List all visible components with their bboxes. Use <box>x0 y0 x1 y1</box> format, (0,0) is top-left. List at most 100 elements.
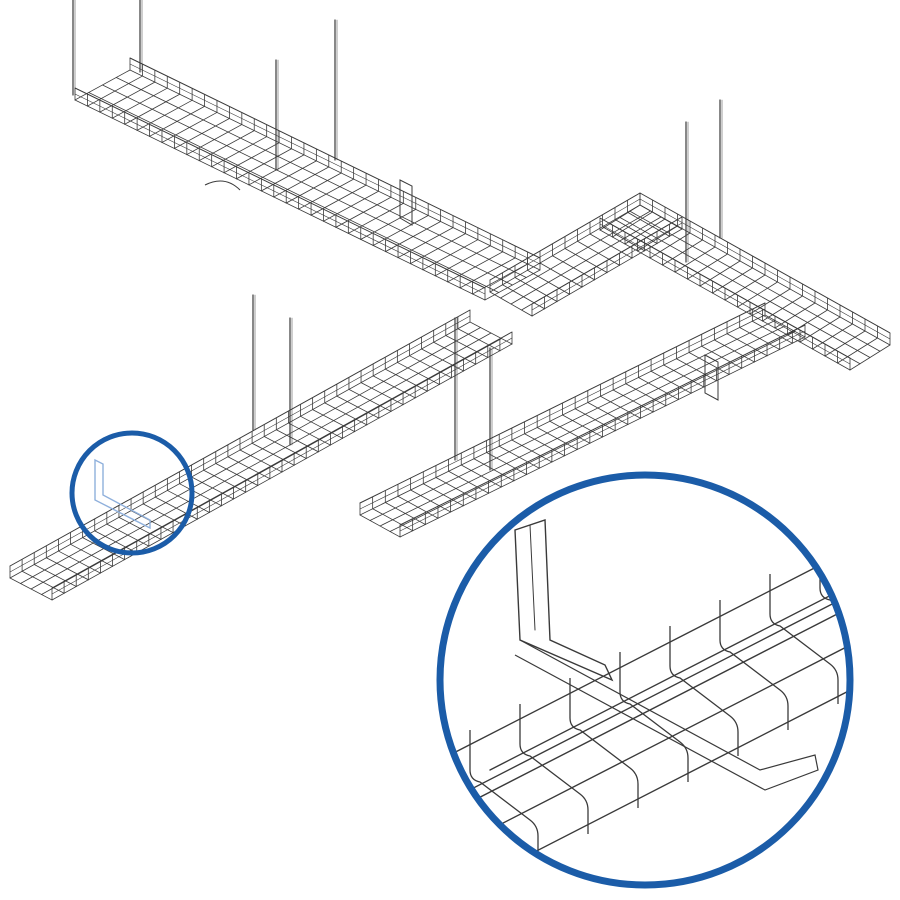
cross-wire <box>310 173 367 216</box>
tray-segment <box>359 302 806 538</box>
cross-wire <box>211 124 268 168</box>
cross-wire <box>384 490 426 526</box>
detail-bracket <box>514 519 614 682</box>
highlighted-bracket <box>94 458 151 530</box>
cross-wire <box>70 532 113 567</box>
cross-wire <box>434 233 491 277</box>
cross-wire <box>564 236 608 274</box>
longitudinal-wire <box>102 84 513 286</box>
cross-wire <box>179 471 222 507</box>
cross-wire <box>600 384 641 419</box>
cross-wire <box>298 167 355 210</box>
cross-wire <box>663 353 705 388</box>
cross-wire <box>21 559 65 594</box>
cross-wire <box>739 315 781 351</box>
cross-wire <box>239 438 283 473</box>
detail-rail <box>449 599 841 801</box>
cross-wire <box>486 440 527 476</box>
cross-wire <box>674 235 716 273</box>
tray-segment <box>74 57 541 301</box>
detail-view-content <box>443 519 847 881</box>
cross-wire <box>372 203 429 247</box>
cross-wire <box>33 552 77 588</box>
cross-wire <box>82 525 126 561</box>
cross-wire <box>713 328 755 363</box>
cross-wire <box>587 390 629 426</box>
top-rail <box>74 87 486 289</box>
cross-wire <box>536 415 578 451</box>
cross-wire <box>787 298 828 336</box>
detail-cross-wire <box>469 730 539 860</box>
cross-wire <box>614 207 658 245</box>
cross-wire <box>511 428 553 463</box>
detail-cross-wire <box>819 548 847 678</box>
cross-wire <box>215 451 259 487</box>
wall-bracket <box>399 179 413 226</box>
cross-wire <box>489 280 533 317</box>
cross-wire <box>186 112 243 156</box>
cross-wire <box>599 193 641 231</box>
cross-wire <box>397 484 439 519</box>
cross-wire <box>285 161 342 204</box>
cross-wire <box>118 505 162 541</box>
cross-wire <box>124 82 181 125</box>
cross-wire <box>637 214 678 252</box>
detail-cross-wire <box>719 600 789 730</box>
cross-wire <box>336 384 380 419</box>
cross-wire <box>751 309 793 344</box>
cross-wire <box>524 421 565 457</box>
cross-wire <box>577 229 620 266</box>
cross-wire <box>502 272 545 310</box>
detail-rail <box>454 609 846 811</box>
cross-wire <box>74 58 131 101</box>
detail-cross-wire <box>769 574 839 704</box>
cross-wire <box>161 100 218 144</box>
cross-wire <box>562 403 603 438</box>
cross-wire <box>712 256 753 294</box>
cross-wire <box>448 459 489 494</box>
cross-wire <box>372 496 414 532</box>
wire-mesh-trays <box>9 57 891 601</box>
cross-wire <box>136 88 193 131</box>
cross-wire <box>460 453 502 488</box>
cross-wire <box>724 263 766 301</box>
longitudinal-wire <box>129 69 541 271</box>
detail-rail <box>489 569 847 771</box>
detail-rail <box>469 639 847 841</box>
cross-wire <box>385 209 442 253</box>
cross-wire <box>347 191 404 235</box>
cross-wire <box>749 277 791 315</box>
cross-wire <box>638 365 679 401</box>
cross-wire <box>457 316 501 352</box>
cross-wire <box>737 270 778 308</box>
cross-wire <box>799 305 841 343</box>
cross-wire <box>273 154 330 198</box>
cross-wire <box>335 185 392 228</box>
cross-wire <box>9 566 53 601</box>
cross-wire <box>514 265 558 303</box>
cross-wire <box>539 251 583 288</box>
cross-wire <box>688 340 730 376</box>
cross-wire <box>130 498 174 534</box>
longitudinal-wire <box>74 99 486 301</box>
detail-cross-wire <box>669 626 739 756</box>
cross-wire <box>275 417 319 453</box>
cross-wire <box>764 303 806 338</box>
cross-wire <box>837 326 878 364</box>
longitudinal-wire <box>88 92 500 293</box>
cross-wire <box>589 222 633 259</box>
hanger-rods <box>72 0 723 471</box>
cross-wire <box>612 200 653 238</box>
cross-wire <box>650 359 692 394</box>
cross-wire <box>552 243 595 281</box>
cross-wire <box>236 136 292 180</box>
cross-wire <box>726 321 768 357</box>
cross-wire <box>662 228 703 266</box>
detail-cross-wire <box>569 678 639 808</box>
detail-cross-wire <box>519 704 589 834</box>
cross-wire <box>774 291 816 329</box>
cross-wire <box>58 539 101 574</box>
cross-wire <box>396 350 440 386</box>
cross-wire <box>300 404 343 439</box>
